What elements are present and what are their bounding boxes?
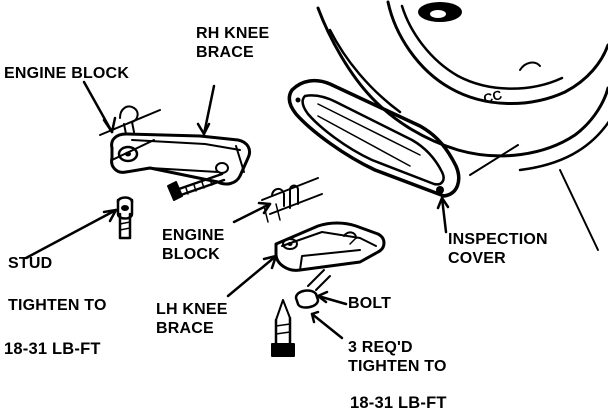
label-torque-left: 18-31 LB-FT [4, 340, 101, 358]
lh-brace-bolts-shape [271, 269, 331, 357]
label-engine-block-center-line1: ENGINE [162, 227, 225, 244]
inspection-cover-shape [287, 78, 461, 198]
label-lh-knee-brace: LH KNEE BRACE [156, 300, 228, 338]
lh-knee-brace-shape [274, 221, 386, 272]
label-rh-knee-brace-line1: RH KNEE [196, 25, 270, 42]
label-engine-block-center: ENGINE BLOCK [162, 226, 225, 264]
label-tighten-to-left: TIGHTEN TO [8, 297, 107, 314]
label-bolt-spec-line2: TIGHTEN TO [348, 358, 447, 375]
label-inspection-cover: INSPECTION COVER [448, 230, 548, 268]
label-lh-knee-brace-line1: LH KNEE [156, 301, 228, 318]
svg-text:CC: CC [482, 87, 505, 107]
label-stud: STUD [8, 255, 53, 272]
transmission-housing: CC [316, 0, 608, 251]
label-engine-block-top: ENGINE BLOCK [4, 65, 130, 82]
rh-knee-brace-shape [110, 132, 252, 186]
label-inspection-cover-line1: INSPECTION [448, 231, 548, 248]
label-engine-block-center-line2: BLOCK [162, 246, 220, 263]
stud-shape [116, 196, 134, 240]
label-bolt: BOLT [348, 295, 392, 312]
label-lh-knee-brace-line2: BRACE [156, 320, 214, 337]
leader-lines [24, 80, 450, 340]
rh-brace-bolt-shape [167, 172, 226, 201]
engine-block-center-shape [261, 177, 323, 223]
label-bolt-spec: 3 REQ'D TIGHTEN TO [348, 338, 447, 376]
label-torque-right: 18-31 LB-FT [350, 394, 447, 412]
label-rh-knee-brace-line2: BRACE [196, 44, 254, 61]
label-rh-knee-brace: RH KNEE BRACE [196, 24, 269, 62]
label-inspection-cover-line2: COVER [448, 250, 506, 267]
label-bolt-spec-line1: 3 REQ'D [348, 339, 413, 356]
